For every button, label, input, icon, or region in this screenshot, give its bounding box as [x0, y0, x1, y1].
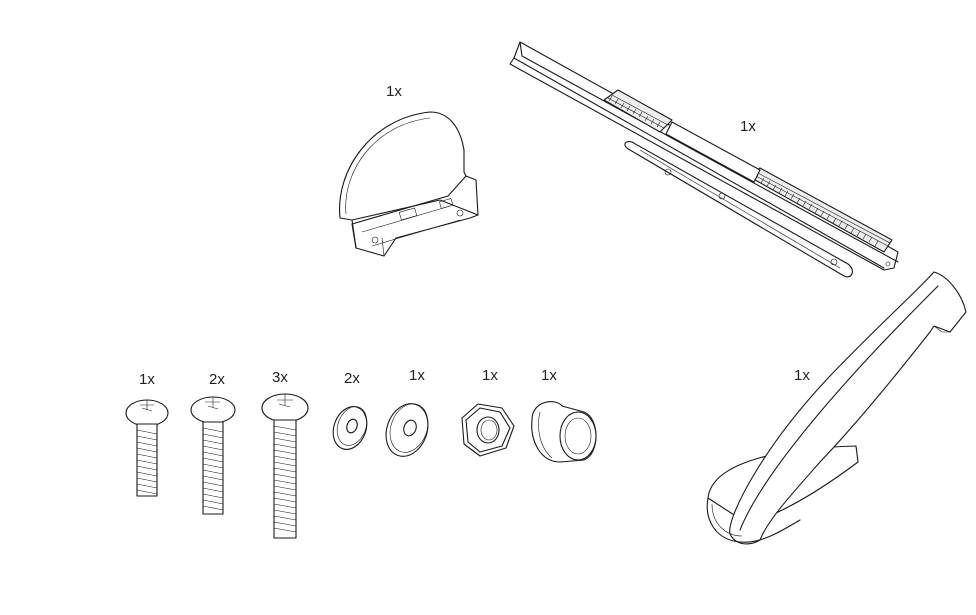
screw-small-quantity: 1x: [139, 371, 155, 388]
screw-long-quantity: 3x: [272, 369, 288, 386]
ruler-icon: [509, 41, 899, 278]
screw-medium-quantity: 2x: [209, 371, 225, 388]
hex-nut-icon: [461, 403, 515, 457]
washer-small-quantity: 2x: [344, 370, 360, 387]
screw-icon: [125, 393, 309, 539]
bushing-quantity: 1x: [541, 367, 557, 384]
bracket-icon: [339, 111, 479, 257]
ruler-quantity: 1x: [740, 118, 756, 135]
hex-nut-quantity: 1x: [482, 367, 498, 384]
bushing-icon: [531, 401, 597, 463]
washer-icon: [332, 403, 429, 457]
stand-arm-quantity: 1x: [794, 367, 810, 384]
stand-arm-icon: [706, 271, 967, 545]
bracket-quantity: 1x: [386, 83, 402, 100]
washer-large-quantity: 1x: [409, 367, 425, 384]
